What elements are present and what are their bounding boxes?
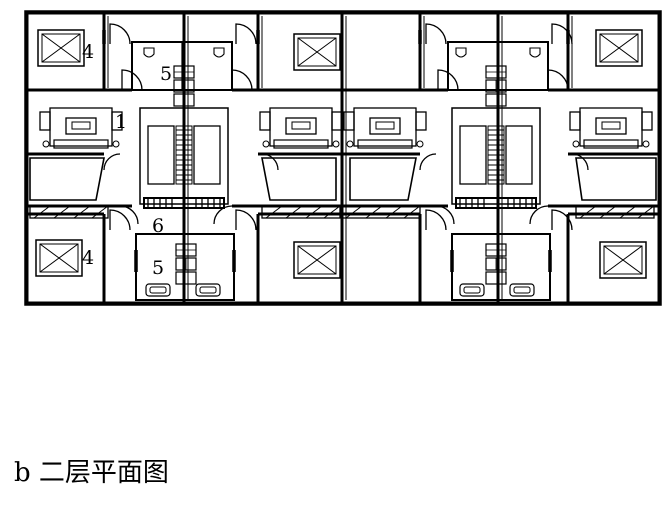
room-label-bathroom-top: 5 — [160, 63, 172, 85]
room-label-bedroom-top: 4 — [82, 41, 94, 63]
caption-text: 二层平面图 — [38, 458, 169, 488]
room-label-stair-hall: 6 — [152, 215, 164, 237]
caption-letter: b — [14, 458, 31, 488]
room-label-bathroom-bottom: 5 — [152, 257, 164, 279]
room-label-living-room: 1 — [115, 111, 127, 133]
figure-caption: b 二层平面图 — [14, 452, 169, 489]
building-outline — [24, 10, 662, 306]
floor-plan-drawing: 4 5 1 4 6 5 — [24, 10, 662, 306]
room-label-bedroom-bottom: 4 — [82, 247, 94, 269]
